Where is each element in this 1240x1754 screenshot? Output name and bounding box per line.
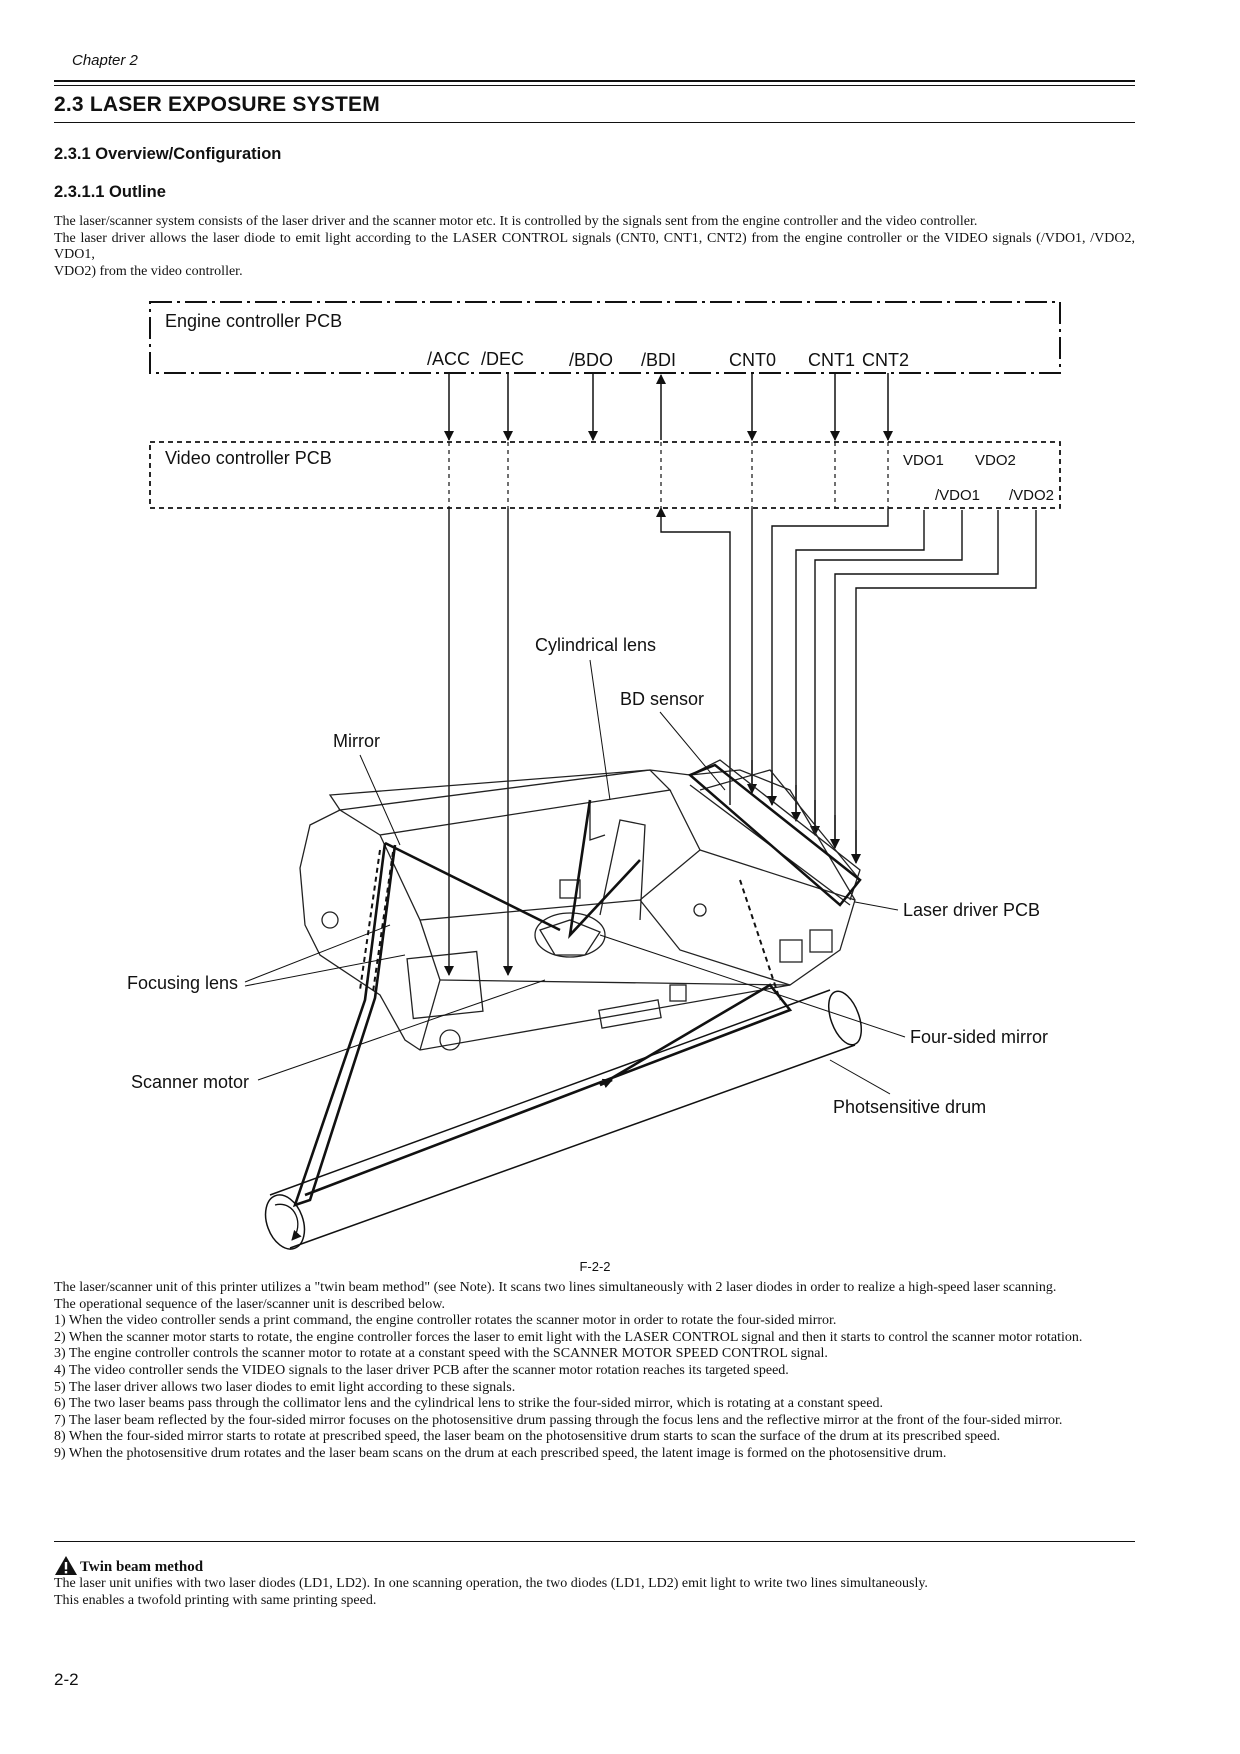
video-controller-label: Video controller PCB	[165, 448, 332, 468]
list-item: 7) The laser beam reflected by the four-…	[54, 1412, 1063, 1428]
scanner-motor-leader	[257, 979, 546, 1081]
four-sided-mirror-leader	[599, 934, 906, 1038]
mirror-label: Mirror	[333, 731, 380, 751]
beam-dashed-3	[739, 879, 781, 1001]
focusing-lens-leader-2	[244, 954, 406, 987]
video-controller-box	[149, 441, 1061, 509]
mirror-leader	[359, 754, 401, 846]
signal-vdo2-label: VDO2	[975, 452, 1016, 469]
title-rule	[54, 122, 1135, 123]
vdo2-driver-line	[814, 510, 963, 832]
note-line-2: This enables a twofold printing with sam…	[54, 1592, 377, 1608]
list-item: 8) When the four-sided mirror starts to …	[54, 1429, 1001, 1445]
intro-line-1: The laser/scanner system consists of the…	[54, 214, 978, 229]
bdi-sensor-line	[656, 507, 731, 805]
laser-driver-pcb-leader	[854, 901, 899, 911]
scanner-motor-label: Scanner motor	[131, 1072, 249, 1092]
laser-scanner-unit	[299, 759, 861, 1051]
body-paragraph-2: The operational sequence of the laser/sc…	[54, 1296, 445, 1312]
note-heading: Twin beam method	[54, 1555, 1135, 1576]
signal-nvdo1-label: /VDO1	[935, 487, 980, 504]
vdo1-driver-line	[795, 510, 925, 818]
list-item: 3) The engine controller controls the sc…	[54, 1346, 828, 1362]
intro-paragraph: The laser/scanner system consists of the…	[54, 214, 1135, 280]
note-line-1: The laser unit unifies with two laser di…	[54, 1576, 928, 1591]
focusing-lens-leader-1	[244, 924, 391, 983]
intro-line-3: VDO2) from the video controller.	[54, 263, 243, 279]
signal-cnt1-label: CNT1	[808, 350, 855, 370]
signal-bdo-label: /BDO	[569, 350, 613, 370]
signal-nvdo2-label: /VDO2	[1009, 487, 1054, 504]
subsubsection-heading: 2.3.1.1 Outline	[54, 183, 166, 201]
note-title: Twin beam method	[80, 1559, 204, 1576]
figure-caption: F-2-2	[579, 1259, 611, 1274]
intro-line-2: The laser driver allows the laser diode …	[54, 230, 1135, 263]
header-rule-thin	[54, 85, 1135, 86]
drum-rotation-arrow-icon	[274, 1203, 302, 1241]
signal-vdo1-label: VDO1	[903, 452, 944, 469]
list-item: 5) The laser driver allows two laser dio…	[54, 1379, 516, 1395]
signal-dec-label: /DEC	[481, 349, 524, 369]
body-text: The laser/scanner unit of this printer u…	[54, 1280, 1135, 1463]
signal-bdi-label: /BDI	[641, 350, 676, 370]
cylindrical-lens-leader	[589, 659, 611, 801]
list-item: 6) The two laser beams pass through the …	[54, 1396, 883, 1412]
laser-scanner-diagram: Engine controller PCB /ACC /DEC /BDO /BD…	[127, 301, 1061, 1250]
beam-dashed-2	[372, 851, 394, 993]
engine-controller-box	[149, 301, 1061, 374]
engine-controller-label: Engine controller PCB	[165, 311, 342, 331]
list-item: 9) When the photosensitive drum rotates …	[54, 1445, 947, 1461]
photosensitive-drum	[264, 989, 863, 1250]
list-item: 4) The video controller sends the VIDEO …	[54, 1362, 789, 1378]
section-title: 2.3 LASER EXPOSURE SYSTEM	[54, 93, 380, 116]
bd-sensor-leader	[659, 711, 726, 791]
photosensitive-drum-leader	[829, 1059, 891, 1095]
body-paragraph-1: The laser/scanner unit of this printer u…	[54, 1280, 1057, 1295]
signal-acc-label: /ACC	[427, 349, 470, 369]
list-item: 1) When the video controller sends a pri…	[54, 1313, 837, 1329]
cnt1-driver-line	[771, 508, 889, 802]
note-box: Twin beam method The laser unit unifies …	[54, 1555, 1135, 1609]
photosensitive-drum-label: Photsensitive drum	[833, 1097, 986, 1117]
header-rule	[54, 80, 1135, 82]
laser-beam-path	[292, 799, 793, 1208]
page-number: 2-2	[54, 1670, 79, 1689]
warning-icon	[55, 1556, 77, 1575]
cylindrical-lens-label: Cylindrical lens	[535, 635, 656, 655]
four-sided-mirror-label: Four-sided mirror	[910, 1027, 1048, 1047]
subsection-heading: 2.3.1 Overview/Configuration	[54, 145, 282, 163]
signal-cnt0-label: CNT0	[729, 350, 776, 370]
laser-driver-pcb-label: Laser driver PCB	[903, 900, 1040, 920]
focusing-lens-label: Focusing lens	[127, 973, 238, 993]
nvdo2-driver-line	[855, 510, 1037, 860]
signal-cnt2-label: CNT2	[862, 350, 909, 370]
list-item: 2) When the scanner motor starts to rota…	[54, 1329, 1083, 1345]
note-rule	[54, 1541, 1135, 1542]
bd-sensor-label: BD sensor	[620, 689, 704, 709]
operational-steps-list: 1) When the video controller sends a pri…	[54, 1313, 1135, 1462]
chapter-label: Chapter 2	[72, 52, 138, 69]
beam-dashed-1	[359, 849, 381, 991]
nvdo1-driver-line	[834, 510, 999, 845]
